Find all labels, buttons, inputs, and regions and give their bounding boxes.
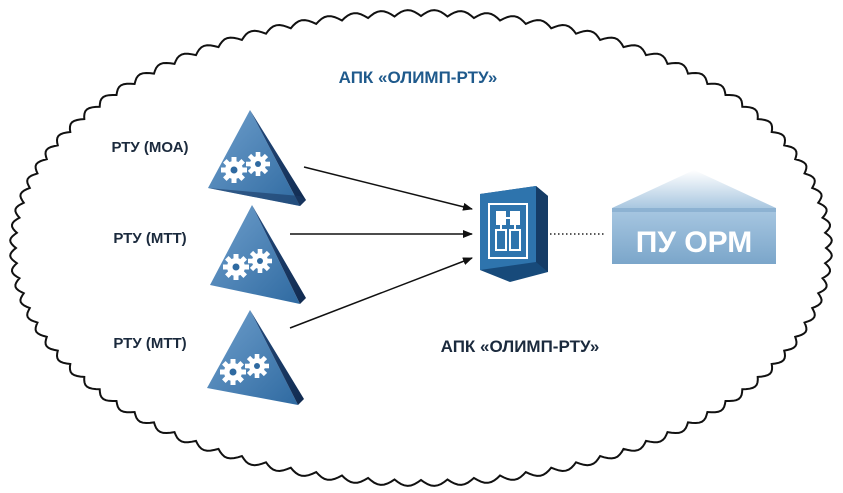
pyramid-icon [207, 310, 304, 405]
node-label: РТУ (МОА) [111, 139, 188, 156]
pyramid-icon [210, 205, 306, 304]
cloud-boundary [9, 9, 833, 487]
node-rtu-moa: РТУ (МОА) [111, 110, 306, 206]
node-label: РТУ (МТТ) [113, 335, 186, 352]
arrow-moa-to-device [303, 166, 473, 211]
node-rtu-mtt-2: РТУ (МТТ) [113, 310, 304, 405]
pyramid-icon [208, 110, 306, 206]
cloud-title: АПК «ОЛИМП-РТУ» [339, 68, 498, 87]
orm-label: ПУ ОРМ [636, 226, 753, 259]
node-rtu-mtt-1: РТУ (МТТ) [113, 205, 306, 304]
device-caption: АПК «ОЛИМП-РТУ» [441, 337, 600, 356]
arrow-mtt2-to-device [289, 257, 473, 329]
orm-building-icon: ПУ ОРМ [612, 170, 776, 264]
device-apk-icon [480, 186, 548, 282]
node-label: РТУ (МТТ) [113, 230, 186, 247]
orm-panel [612, 212, 776, 264]
